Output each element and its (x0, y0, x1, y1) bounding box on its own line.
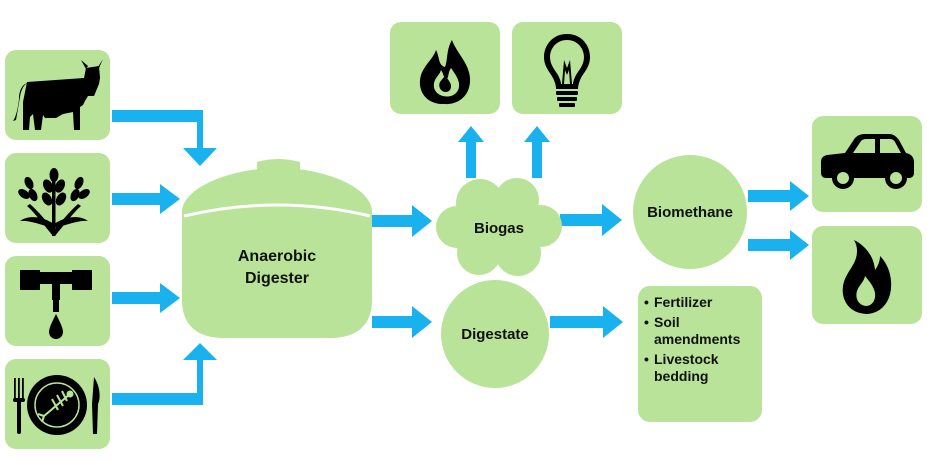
input-box-3 (5, 256, 110, 346)
biogas-node: Biogas (436, 178, 562, 276)
light-bulb-icon (544, 34, 590, 107)
cow-icon (13, 59, 103, 130)
arrow-biogas-to-flame (458, 126, 484, 178)
digestate-products-box: Fertilizer Soil amendments Livestock bed… (638, 286, 762, 422)
arrow-biogas-to-biomethane (560, 204, 622, 236)
biogas-use-electricity-box (512, 22, 622, 114)
digester-body (182, 168, 372, 338)
biogas-use-heat-box (390, 22, 500, 114)
biogas-label: Biogas (474, 220, 524, 237)
flame-icon (842, 240, 892, 314)
input-box-2 (5, 153, 110, 243)
arrow-digester-to-biogas (372, 205, 432, 237)
faucet-drip-icon (20, 270, 92, 339)
arrow-biomethane-to-flame (748, 230, 809, 260)
car-icon (821, 134, 914, 189)
digestate-node: Digestate (441, 280, 549, 388)
food-waste-plate-icon (13, 375, 100, 435)
product-livestock-bedding: Livestock bedding (644, 351, 756, 385)
digester-label-line1: Anaerobic (238, 248, 316, 265)
biomethane-node: Biomethane (633, 155, 747, 269)
product-fertilizer: Fertilizer (644, 294, 756, 311)
arrow-biomethane-to-car (748, 181, 809, 211)
digester-lid-line (183, 203, 371, 218)
arrow-input4-to-digester (112, 343, 217, 405)
input-box-1 (5, 50, 110, 140)
wheat-plant-icon (18, 168, 90, 236)
arrow-input3-to-digester (112, 283, 180, 313)
arrow-input1-to-digester (112, 110, 217, 166)
input-box-4 (5, 359, 110, 449)
biomethane-label: Biomethane (647, 204, 733, 221)
biomethane-use-vehicle-box (812, 116, 922, 212)
biomethane-use-heat-box (812, 226, 922, 324)
digestate-products-list: Fertilizer Soil amendments Livestock bed… (644, 294, 756, 385)
arrow-digester-to-digestate (372, 306, 432, 338)
arrow-input2-to-digester (112, 184, 180, 214)
digester-label-line2: Digester (245, 270, 309, 287)
flow-arrows (112, 110, 809, 405)
anaerobic-digester: Anaerobic Digester (182, 159, 372, 338)
arrow-digestate-to-products (550, 306, 623, 338)
arrow-biogas-to-bulb (524, 126, 550, 178)
product-soil-amendments: Soil amendments (644, 314, 756, 348)
flame-icon (419, 40, 471, 105)
digestate-label: Digestate (461, 326, 529, 343)
